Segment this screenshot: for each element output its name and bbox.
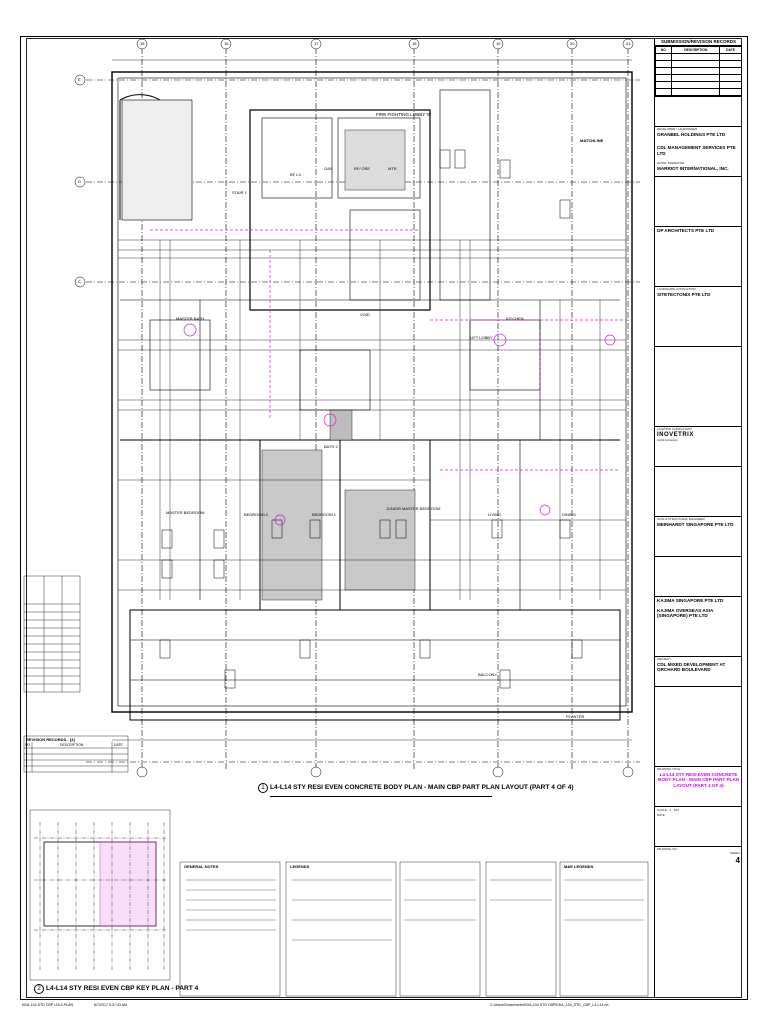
lighting-sub: Lighting Design (657, 438, 678, 443)
lighting-block: LIGHTING CONSULTANT INOVETRIX Lighting D… (655, 427, 742, 468)
hotel-operator: MARRIOT INTERNATIONAL, INC. (657, 166, 729, 172)
developer-block: DEVELOPER / LANDOWNER GRANBEL HOLDINGS P… (655, 127, 742, 178)
plan-title-underline (270, 796, 492, 797)
room-label-dining: DINING (562, 512, 576, 517)
lighting-label: LIGHTING CONSULTANT (657, 427, 692, 432)
room-label-junior-master: JUNIOR MASTER BEDROOM (386, 506, 441, 511)
room-label-master-bath: MASTER BATH (176, 316, 205, 321)
grid-label-16: 16 (224, 41, 229, 46)
drawing-title-label: DRAWING TITLE : (657, 767, 683, 772)
sub-col-no: NO. (655, 46, 673, 55)
lighting-name: INOVETRIX (657, 431, 694, 438)
grid-label-19: 19 (496, 41, 501, 46)
room-label-balcony: BALCONY (478, 672, 498, 677)
title-block: SUBMISSION/REVISION RECORDS NO.DESCRIPTI… (654, 38, 742, 998)
matchline-label: MATCHLINE (580, 138, 604, 143)
landscape-label: LANDSCAPE CONSULTANT (657, 287, 696, 292)
drawing-sheet-frame (20, 36, 748, 1000)
general-notes-heading: GENERAL NOTES (184, 864, 219, 869)
room-label-planter: PLANTER (566, 714, 585, 719)
grid-label-e: E (78, 77, 81, 82)
legends-heading: LEGENDS (290, 864, 310, 869)
builder-name-2: (SINGAPORE) PTE LTD (657, 613, 708, 619)
room-label-master-bedroom: MASTER BEDROOM (166, 510, 205, 515)
grid-label-21: 21 (626, 41, 631, 46)
developer-label: DEVELOPER / LANDOWNER (657, 127, 698, 132)
revision-col-no: NO. (25, 743, 32, 747)
project-block: PROJECT CDL MIXED DEVELOPMENT AT ORCHARD… (655, 657, 742, 688)
consultants-block-3 (655, 467, 742, 518)
project-name: CDL MIXED DEVELOPMENT AT ORCHARD BOULEVA… (657, 661, 726, 673)
civil-label: CIVIL & STRUCTURAL ENGINEER (657, 517, 705, 522)
revision-number: 4 (735, 855, 740, 865)
plan-title: L4-L14 STY RESI EVEN CONCRETE BODY PLAN … (270, 784, 574, 791)
grid-label-c: C (78, 279, 81, 284)
room-label-lift-lobby: LIFT LOBBY (470, 335, 493, 340)
contractor-name: KAJIMA SINGAPORE PTE LTD (657, 598, 724, 604)
footer-path: C:\Users\Documents\KDA-104 STD CBP\KDA_1… (490, 1003, 609, 1007)
developer-name: GRANBEL HOLDINGS PTE LTD (657, 131, 726, 137)
civil-name: MEINHARDT SINGAPORE PTE LTD (657, 521, 734, 527)
me-legends-heading: M&E LEGENDS (564, 864, 594, 869)
revision-col-desc: DESCRIPTION (60, 743, 84, 747)
room-label-rf-ose: RF/ OSE (354, 166, 371, 171)
sub-col-date: DATE (719, 46, 742, 55)
landscape-block: LANDSCAPE CONSULTANT SITETECTONIX PTE LT… (655, 287, 742, 348)
pm-company: CDL MANAGEMENT SERVICES PTE LTD (657, 145, 736, 156)
project-notes-block (655, 687, 742, 768)
room-label-gas: GAS (324, 166, 333, 171)
drawing-number-block: DRAWING NO. : SHEET 4 (655, 847, 742, 887)
stamp-area (655, 97, 742, 128)
room-label-bf: BF L3 (290, 172, 301, 177)
sub-col-desc: DESCRIPTION (671, 46, 721, 55)
grid-label-18: 18 (412, 41, 417, 46)
hotel-operator-label: HOTEL OPERATOR (657, 161, 685, 166)
project-label: PROJECT (657, 657, 672, 662)
key-plan-index: 2 (34, 984, 44, 994)
landscape-name: SITETECTONIX PTE LTD (657, 291, 711, 297)
scale-date-block: SCALE : 1 : 100 DATE : (655, 807, 742, 848)
contractor-block: KAJIMA SINGAPORE PTE LTD KAJIMA OVERSEAS… (655, 597, 742, 658)
consultants-block-1 (655, 177, 742, 228)
scale-label: SCALE : (657, 808, 669, 813)
date-label: DATE : (657, 813, 667, 818)
key-plan-title: L4-L14 STY RESI EVEN CBP KEY PLAN - PART… (46, 985, 199, 992)
architect-name: DP ARCHITECTS PTE LTD (657, 228, 715, 234)
grid-label-d: D (78, 179, 81, 184)
room-label-bedroom-2: BEDROOM 2 (244, 512, 269, 517)
builder-name-1: KAJIMA OVERSEAS ASIA (657, 607, 714, 613)
sheet-label: SHEET (729, 850, 740, 855)
grid-label-17: 17 (314, 41, 319, 46)
drawing-no-label: DRAWING NO. : (657, 847, 680, 852)
drawing-title-block: DRAWING TITLE : L4-L14 STY RESI EVEN CON… (655, 767, 742, 808)
room-label-bath-2: BATH 2 (324, 444, 338, 449)
footer-file-name: KDA-104 STD CBP LDL4 PLAN (22, 1003, 74, 1007)
civil-block: CIVIL & STRUCTURAL ENGINEER MEINHARDT SI… (655, 517, 742, 558)
room-label-bedroom-1: BEDROOM 1 (312, 512, 337, 517)
room-label-stair: STAIR 1 (232, 190, 247, 195)
architect-block: DP ARCHITECTS PTE LTD (655, 227, 742, 288)
drawing-inner-border (26, 38, 742, 998)
revision-records-title: REVISION RECORDS - [4] (26, 737, 75, 742)
room-label-void: VOID (360, 312, 370, 317)
grid-label-20: 20 (570, 41, 575, 46)
grid-label-15: 15 (140, 41, 145, 46)
revision-col-date: DATE (114, 743, 123, 747)
consultants-block-4 (655, 557, 742, 598)
plan-title-index: 1 (258, 783, 268, 793)
room-label-mtr: MTR (388, 166, 397, 171)
consultants-block-2 (655, 347, 742, 428)
submission-header: SUBMISSION/REVISION RECORDS (655, 38, 742, 47)
footer-timestamp: 6/7/2017 9:37:43 AM (94, 1003, 128, 1007)
room-label-kitchen: KITCHEN (506, 316, 524, 321)
room-label-ffl-b: FIRE FIGHTING LOBBY 'B' (376, 112, 432, 117)
scale-value: 1 : 100 (669, 808, 679, 813)
drawing-title: L4-L14 STY RESI EVEN CONCRETE BODY PLAN … (658, 771, 739, 788)
room-label-living: LIVING (488, 512, 502, 517)
